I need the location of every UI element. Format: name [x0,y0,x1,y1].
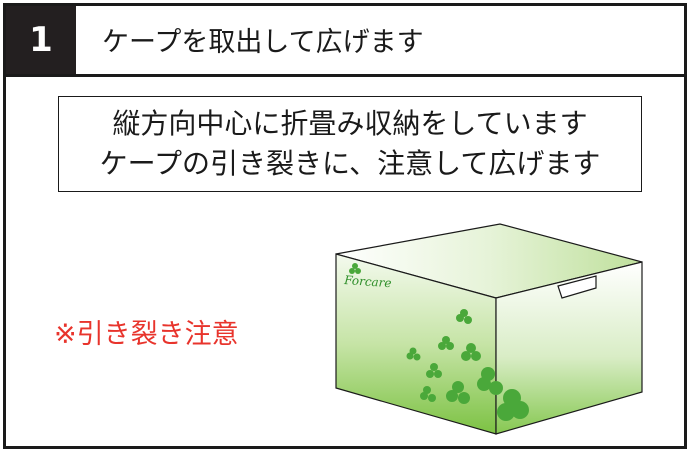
note-box: 縦方向中心に折畳み収納をしています ケープの引き裂きに、注意して広げます [58,96,642,192]
header-divider [6,74,684,77]
clover-pattern [349,263,529,421]
note-line-1: 縦方向中心に折畳み収納をしています [112,107,588,140]
box-handle [557,275,597,299]
box-illustration: Forcare [335,223,643,435]
step-number: 1 [29,20,53,60]
step-number-badge: 1 [6,6,76,74]
brand-logo: Forcare [343,273,392,290]
step-title: ケープを取出して広げます [102,27,424,58]
tear-warning: ※引き裂き注意 [54,319,239,350]
note-line-2: ケープの引き裂きに、注意して広げます [99,147,601,180]
instruction-panel: 1 ケープを取出して広げます 縦方向中心に折畳み収納をしています ケープの引き裂… [3,3,687,449]
